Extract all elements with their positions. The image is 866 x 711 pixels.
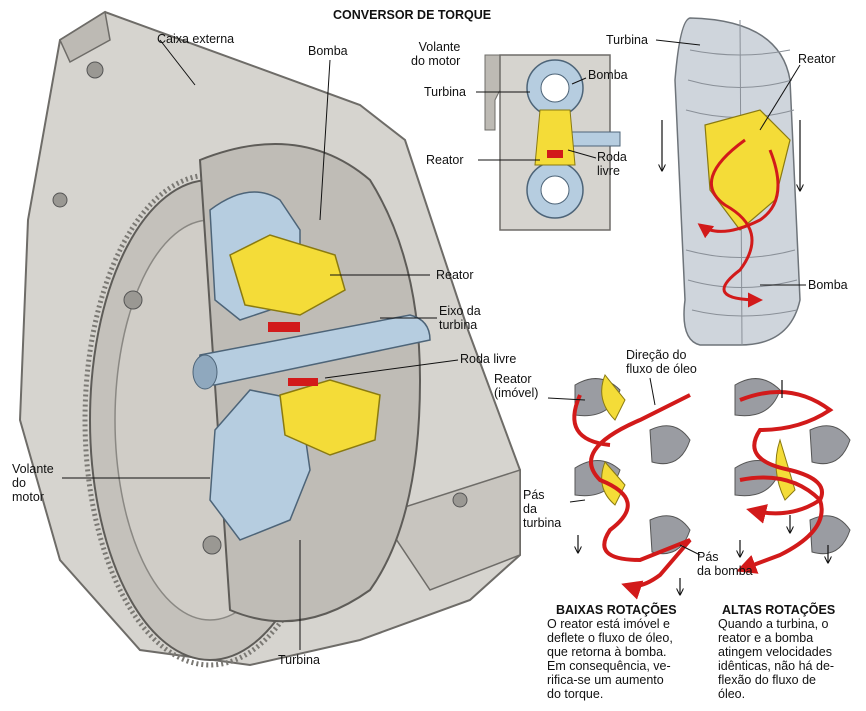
label-volante-main: Volante do motor	[12, 462, 54, 504]
label-bomba-main: Bomba	[308, 44, 348, 58]
main-cutaway	[20, 12, 520, 665]
caption-high-heading: ALTAS ROTAÇÕES	[722, 603, 835, 617]
label-turbina-cut: Turbina	[606, 33, 648, 47]
flow-diagram-high	[735, 379, 850, 570]
label-bomba-cut: Bomba	[808, 278, 848, 292]
flow-diagram-low	[548, 375, 700, 594]
diagram-title: CONVERSOR DE TORQUE	[333, 8, 491, 22]
label-reator-imovel: Reator (imóvel)	[494, 372, 538, 400]
label-reator-small: Reator	[426, 153, 464, 167]
label-turbina-small: Turbina	[424, 85, 466, 99]
caption-low-text: O reator está imóvel e deflete o fluxo d…	[547, 617, 673, 701]
label-turbina-main: Turbina	[278, 653, 320, 667]
caption-high-text: Quando a turbina, o reator e a bomba ati…	[718, 617, 834, 701]
caption-low-heading: BAIXAS ROTAÇÕES	[556, 603, 677, 617]
perspective-cut	[656, 18, 806, 345]
label-reator-main: Reator	[436, 268, 474, 282]
label-roda-livre-main: Roda livre	[460, 352, 516, 366]
label-bomba-small: Bomba	[588, 68, 628, 82]
label-eixo-turbina: Eixo da turbina	[439, 304, 481, 332]
label-direcao-fluxo: Direção do fluxo de óleo	[626, 348, 697, 376]
label-roda-livre-small: Roda livre	[597, 150, 627, 178]
label-pas-turbina: Pás da turbina	[523, 488, 561, 530]
label-volante-small: Volante do motor	[411, 40, 460, 68]
label-reator-cut: Reator	[798, 52, 836, 66]
label-caixa-externa: Caixa externa	[157, 32, 234, 46]
label-pas-bomba: Pás da bomba	[697, 550, 753, 578]
